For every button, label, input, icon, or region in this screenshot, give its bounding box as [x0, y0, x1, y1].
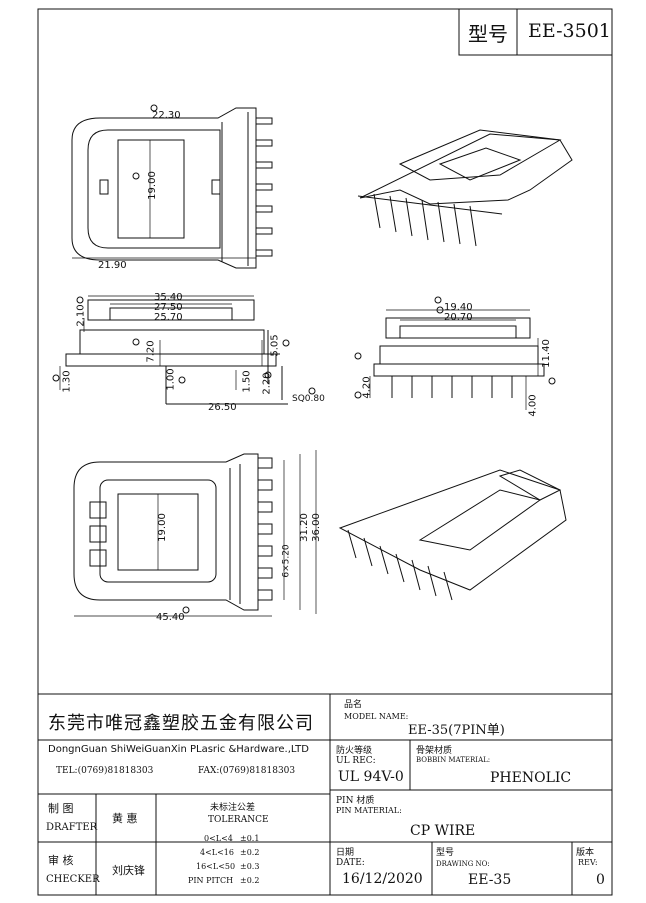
- tolerance-row-range: 16<L<50: [196, 862, 236, 871]
- drawing-no-label-en: DRAWING NO:: [436, 860, 490, 868]
- tolerance-row-range: 4<L<16: [200, 848, 234, 857]
- tolerance-title-en: TOLERANCE: [208, 815, 269, 825]
- date-label-cn: 日期: [336, 848, 355, 858]
- iso-view-bottom: [338, 469, 567, 601]
- date-value: 16/12/2020: [342, 871, 423, 887]
- model-value: EE-3501: [528, 20, 611, 42]
- company-name-en: DongnGuan ShiWeiGuanXin PLasric &Hardwar…: [48, 744, 309, 755]
- tolerance-row-range: PIN PITCH: [188, 876, 234, 885]
- ul-label-cn: 防火等级: [336, 746, 373, 756]
- bobbin-value: PHENOLIC: [490, 770, 572, 786]
- dim-front-5: 4.00: [527, 394, 539, 417]
- dim-bottom-3: 36.00: [310, 513, 322, 542]
- dim-front-4: 4.20: [361, 376, 373, 399]
- dim-side-8: 1.00: [165, 368, 177, 391]
- pin-label-en: PIN MATERIAL:: [336, 806, 402, 815]
- company-fax: FAX:(0769)81818303: [198, 766, 296, 776]
- tolerance-row-value: ±0.1: [240, 834, 260, 843]
- dim-side-5: 7.20: [145, 340, 157, 363]
- iso-view-top: [357, 129, 573, 247]
- bobbin-label-cn: 骨架材质: [416, 746, 453, 756]
- checker-name: 刘庆锋: [112, 864, 145, 877]
- company-name-cn: 东莞市唯冠鑫塑胶五金有限公司: [48, 713, 314, 734]
- dim-side-6: 5.05: [269, 334, 281, 357]
- drawing-border: [37, 8, 613, 896]
- dim-top-width: 22.30: [152, 110, 181, 121]
- front-view: [354, 296, 556, 410]
- header-box: [458, 8, 613, 56]
- rev-label-cn: 版本: [576, 848, 595, 858]
- model-label: 型号: [468, 22, 508, 46]
- checker-label-en: CHECKER: [46, 874, 100, 885]
- ul-value: UL 94V-0: [338, 769, 404, 785]
- drawing-no-value: EE-35: [468, 872, 512, 888]
- dim-bottom-5: 45.40: [156, 612, 185, 623]
- ul-label-en: UL REC:: [336, 756, 376, 766]
- tolerance-title-cn: 未标注公差: [210, 803, 256, 813]
- bottom-view: [73, 450, 317, 617]
- iso-view-top-pins: [373, 193, 477, 247]
- tolerance-row-value: ±0.2: [240, 876, 260, 885]
- top-view: [71, 104, 273, 269]
- dim-front-1: 19.40: [444, 302, 473, 313]
- dim-top-height: 19.00: [146, 171, 158, 200]
- drawing-no-label-cn: 型号: [436, 848, 455, 858]
- dim-bottom-2: 31.20: [298, 513, 310, 542]
- drafter-name: 黄 惠: [112, 812, 138, 825]
- side-view: [52, 295, 316, 405]
- iso-view-bottom-pins: [347, 529, 453, 601]
- dim-side-10: 2.20: [261, 372, 273, 395]
- dim-bottom-1: 19.00: [156, 513, 168, 542]
- dim-side-11: 26.50: [208, 402, 237, 413]
- dim-side-3: 25.70: [154, 312, 183, 323]
- rev-label-en: REV:: [578, 858, 598, 867]
- date-label-en: DATE:: [336, 858, 365, 868]
- checker-label-cn: 审 核: [48, 854, 74, 867]
- dim-front-3: 11.40: [540, 339, 552, 368]
- pin-label-cn: PIN 材质: [336, 796, 375, 806]
- tolerance-row-value: ±0.3: [240, 862, 260, 871]
- model-name-label-en: MODEL NAME:: [344, 712, 409, 721]
- dim-side-1: 35.40: [154, 292, 183, 303]
- pin-value: CP WIRE: [410, 823, 476, 839]
- front-view-pins: [391, 376, 513, 398]
- drafter-label-cn: 制 图: [48, 802, 74, 815]
- bottom-view-pins: [257, 457, 273, 601]
- dim-front-2: 20.70: [444, 312, 473, 323]
- dim-side-12: SQ0.80: [292, 394, 325, 404]
- dim-side-9: 1.50: [241, 370, 253, 393]
- dim-top-depth: 21.90: [98, 260, 127, 271]
- bobbin-label-en: BOBBIN MATERIAL:: [416, 756, 491, 764]
- dim-side-7: 1.30: [61, 370, 73, 393]
- drafter-label-en: DRAFTER: [46, 822, 98, 833]
- top-view-pins: [255, 117, 273, 257]
- model-name-value: EE-35(7PIN单): [408, 723, 505, 738]
- rev-value: 0: [596, 872, 605, 888]
- title-block-grid: [38, 693, 612, 895]
- dim-side-4: 2.10: [75, 304, 87, 327]
- company-tel: TEL:(0769)81818303: [56, 766, 154, 776]
- tolerance-row-value: ±0.2: [240, 848, 260, 857]
- tolerance-row-range: 0<L<4: [204, 834, 233, 843]
- model-name-label-cn: 品名: [344, 700, 363, 710]
- dim-side-2: 27.50: [154, 302, 183, 313]
- dim-bottom-4: 6×5.20: [281, 544, 292, 578]
